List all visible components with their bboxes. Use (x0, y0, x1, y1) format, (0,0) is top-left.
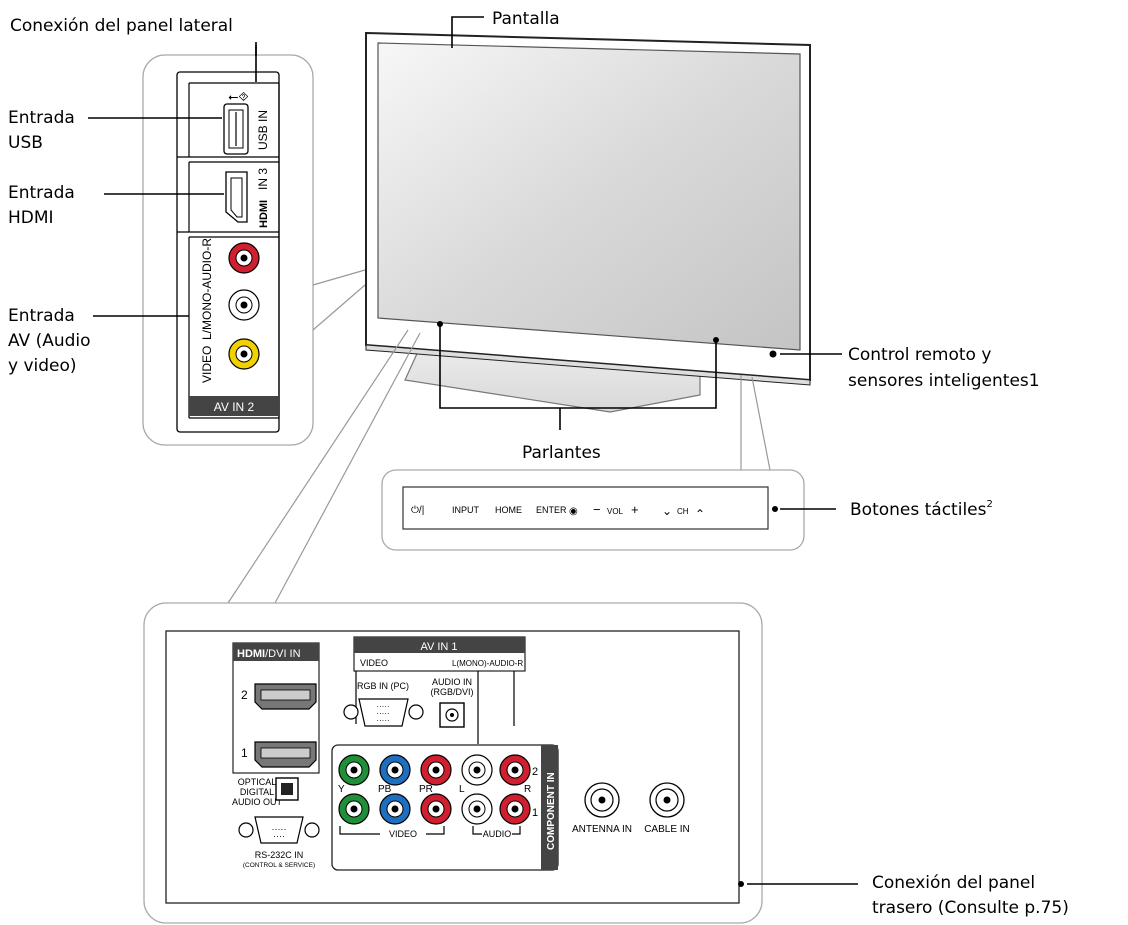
enter-icon: ◉ (569, 506, 578, 517)
component-pr-jack-row-2 (420, 754, 452, 786)
component-in-label: COMPONENT IN (546, 772, 557, 850)
hdmi-2-port (254, 683, 317, 710)
label-side-panel: Conexión del panel lateral (10, 16, 233, 36)
component-pb-label: PB (378, 784, 392, 795)
label-remote-line2: sensores inteligentes1 (848, 371, 1040, 391)
cable-in-port (649, 782, 685, 818)
touch-vol-minus-button: − (593, 502, 601, 517)
touch-power-button: ⏻/| (411, 505, 424, 516)
rs232-sublabel: (CONTROL & SERVICE) (243, 862, 315, 869)
label-speakers: Parlantes (522, 443, 601, 463)
component-pb-jack-row-1 (379, 793, 411, 825)
label-screen: Pantalla (492, 9, 560, 29)
component-y-label: Y (338, 784, 345, 795)
touch-enter-button: ENTER (536, 505, 567, 515)
audio-label-vertical: L/MONO-AUDIO-R (200, 238, 214, 340)
touch-ch-down-button: ⌄ (662, 504, 672, 518)
audio-in-rgb-port (439, 702, 465, 728)
component-r-label: R (524, 784, 531, 795)
optical-port (275, 777, 299, 801)
svg-text:·····: ····· (376, 709, 389, 718)
av-in-2-label: AV IN 2 (214, 400, 255, 414)
touch-ch-label: CH (677, 507, 689, 516)
cable-in-label: CABLE IN (644, 824, 690, 835)
touch-home-button: HOME (495, 505, 522, 515)
av-in-1-label: AV IN 1 (420, 641, 457, 653)
svg-text:·····: ····· (376, 702, 389, 711)
component-row-1-label: 1 (532, 807, 538, 819)
component-y-jack-row-1 (338, 793, 370, 825)
label-remote-line1: Control remoto y (848, 345, 991, 365)
component-pb-jack-row-2 (379, 754, 411, 786)
svg-text:·····: ····· (376, 716, 389, 725)
component-video-bracket-label: VIDEO (389, 829, 417, 839)
label-av-line3: y video) (8, 356, 77, 376)
component-audio-bracket-label: AUDIO (483, 829, 512, 839)
audio-in-sublabel: (RGB/DVI) (430, 687, 473, 697)
touch-input-button: INPUT (452, 505, 480, 515)
audio-r-jack (228, 242, 260, 274)
label-rear-line1: Conexión del panel (872, 873, 1035, 893)
component-pr-jack-row-1 (420, 793, 452, 825)
svg-text:·····: ····· (272, 824, 287, 834)
optical-label-3: AUDIO OUT (232, 797, 283, 807)
component-audio-r-jack-row-2 (499, 754, 531, 786)
av-in-1-video-label: VIDEO (360, 658, 388, 668)
component-row-2-label: 2 (532, 766, 538, 778)
touch-vol-plus-button: + (631, 502, 639, 517)
label-av-line2: AV (Audio (8, 331, 91, 351)
svg-text:····: ···· (273, 831, 285, 841)
component-y-jack-row-2 (338, 754, 370, 786)
rgb-in-port: ····· ····· ····· (343, 698, 424, 727)
usb-in-label: USB IN (256, 110, 270, 150)
av-in-1-audio-label: L(MONO)-AUDIO-R (452, 659, 523, 668)
component-jacks (338, 754, 531, 825)
hdmi-2-label: 2 (241, 688, 248, 702)
hdmi-port (225, 171, 248, 223)
hdmi-dvi-label: HDMI/DVI IN (237, 648, 301, 660)
audio-in-label: AUDIO IN (432, 677, 472, 687)
video-jack (228, 338, 260, 370)
label-hdmi-line1: Entrada (8, 183, 75, 203)
hdmi-1-port (254, 741, 317, 768)
usb-symbol-icon: ⭠⯑ (228, 90, 249, 105)
rgb-in-label: RGB IN (PC) (357, 681, 409, 691)
component-audio-r-jack-row-1 (499, 793, 531, 825)
optical-label-1: OPTICAL (238, 777, 277, 787)
video-label-vertical: VIDEO (200, 346, 214, 383)
label-hdmi-line2: HDMI (8, 208, 54, 228)
hdmi-logo: HDMI (258, 200, 270, 228)
usb-port (223, 103, 249, 155)
rs232-port: ····· ···· (238, 816, 320, 844)
component-audio-l-jack-row-1 (461, 793, 493, 825)
av-in-1-badge (354, 637, 525, 653)
label-usb-line1: Entrada (8, 108, 75, 128)
component-l-label: L (459, 784, 465, 795)
hdmi-in-3-label: IN 3 (256, 168, 270, 190)
rs232-label: RS-232C IN (255, 850, 304, 860)
optical-label-2: DIGITAL (240, 787, 274, 797)
component-audio-l-jack-row-2 (461, 754, 493, 786)
hdmi-dvi-badge (233, 643, 319, 661)
label-av-line1: Entrada (8, 306, 75, 326)
component-in-badge (541, 745, 558, 870)
antenna-in-port (584, 782, 620, 818)
av-in-2-badge (189, 396, 279, 416)
audio-l-jack (228, 289, 260, 321)
touch-ch-up-button: ⌃ (695, 507, 705, 521)
label-rear-line2: trasero (Consulte p.75) (872, 898, 1069, 918)
label-usb-line2: USB (8, 133, 43, 153)
touch-vol-label: VOL (607, 507, 624, 516)
label-touch-buttons: Botones táctiles2 (850, 499, 993, 520)
component-pr-label: PR (419, 784, 433, 795)
tv-body (365, 31, 811, 386)
hdmi-1-label: 1 (241, 746, 248, 760)
antenna-in-label: ANTENNA IN (572, 824, 632, 835)
